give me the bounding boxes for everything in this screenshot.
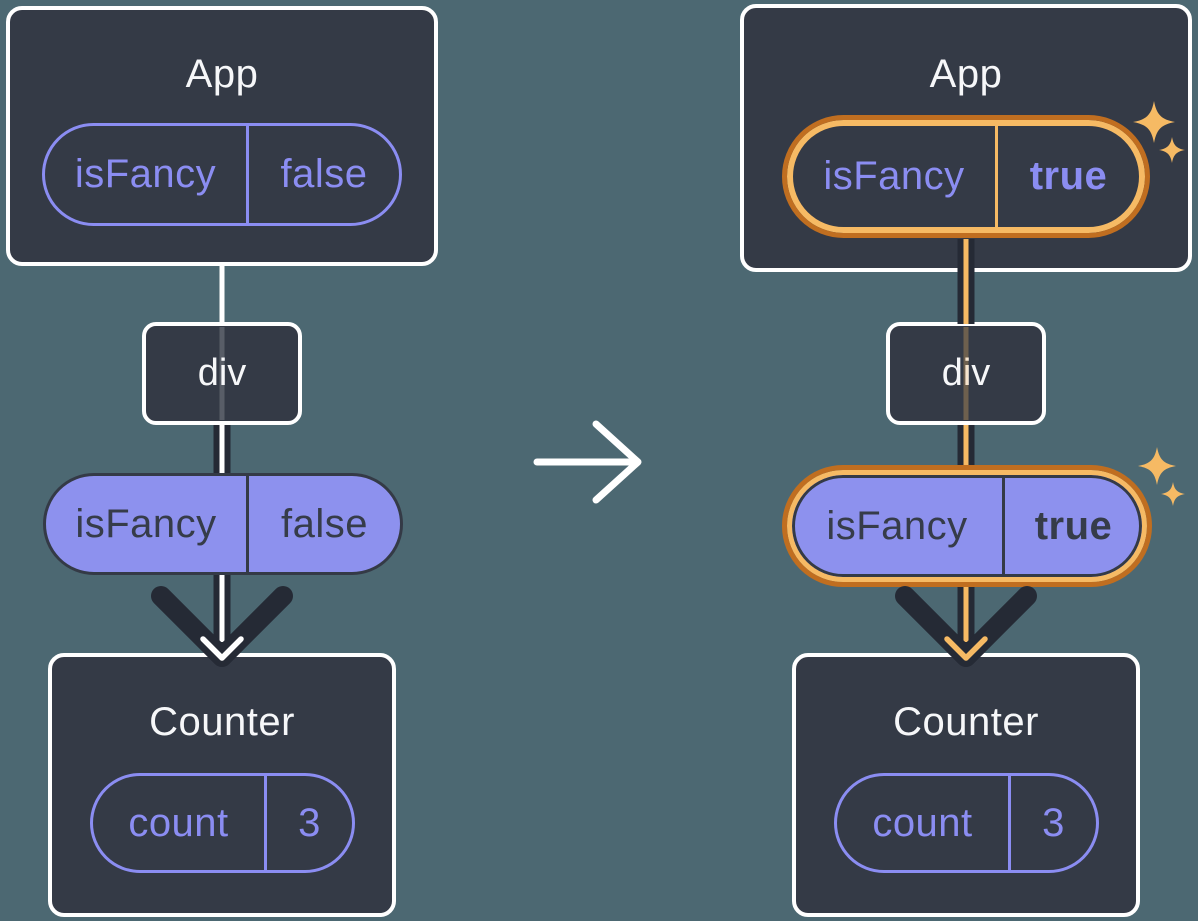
prop-name: isFancy xyxy=(75,501,217,546)
component-title: App xyxy=(929,52,1003,96)
pill-divider xyxy=(1002,475,1005,577)
div-node-box: div xyxy=(886,322,1046,425)
state-value: 3 xyxy=(1042,800,1065,845)
state-value-cell: 3 xyxy=(1011,776,1096,870)
component-title: Counter xyxy=(149,700,295,744)
pill-divider xyxy=(995,126,998,227)
prop-value-cell: true xyxy=(998,126,1139,227)
prop-name-cell: isFancy xyxy=(792,475,1002,577)
prop-pill-highlighted: isFancy true xyxy=(782,115,1150,238)
prop-value: true xyxy=(1034,503,1113,548)
prop-name-cell: isFancy xyxy=(793,126,995,227)
pill-divider xyxy=(1008,776,1011,870)
state-name-cell: count xyxy=(93,776,264,870)
passed-prop-pill-highlighted: isFancy true xyxy=(782,465,1152,587)
prop-name: isFancy xyxy=(826,503,968,548)
state-value-cell: 3 xyxy=(267,776,352,870)
prop-value-cell: false xyxy=(249,476,400,572)
div-node-label: div xyxy=(197,352,247,394)
component-title: Counter xyxy=(893,700,1039,744)
state-name: count xyxy=(872,800,973,845)
pill-divider xyxy=(246,126,249,223)
prop-name-cell: isFancy xyxy=(45,126,246,223)
div-node-label: div xyxy=(941,352,991,394)
state-value: 3 xyxy=(298,800,321,845)
prop-value: false xyxy=(280,152,368,196)
prop-name: isFancy xyxy=(74,152,217,196)
state-name: count xyxy=(128,800,229,845)
div-node-box: div xyxy=(142,322,302,425)
prop-name-cell: isFancy xyxy=(46,476,246,572)
prop-value-cell: false xyxy=(249,126,399,223)
state-pill: count 3 xyxy=(834,773,1099,873)
state-pill: count 3 xyxy=(90,773,355,873)
prop-value: false xyxy=(281,501,368,546)
component-title: App xyxy=(185,52,259,96)
passed-prop-pill: isFancy false xyxy=(43,473,403,575)
prop-value: true xyxy=(1029,154,1108,198)
prop-value-cell: true xyxy=(1005,475,1142,577)
prop-pill: isFancy false xyxy=(42,123,402,226)
pill-divider xyxy=(246,476,249,572)
pill-divider xyxy=(264,776,267,870)
prop-name: isFancy xyxy=(823,154,965,198)
state-name-cell: count xyxy=(837,776,1008,870)
